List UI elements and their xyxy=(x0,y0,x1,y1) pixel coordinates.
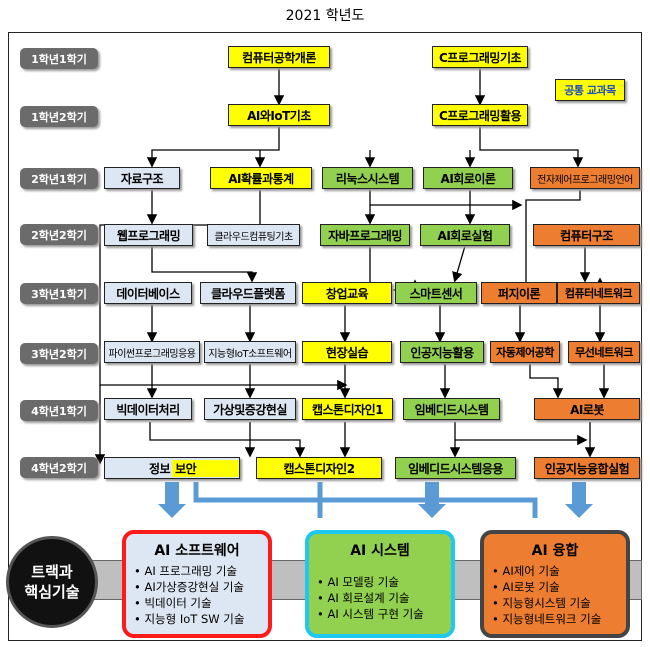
course-box: 컴퓨터구조 xyxy=(533,224,640,246)
course-box: 웹프로그래밍 xyxy=(104,224,193,246)
course-box: 스마트센서 xyxy=(395,282,477,304)
course-box: 빅데이터처리 xyxy=(104,398,192,420)
course-box: 임베디드시스템 xyxy=(403,398,500,420)
course-box: C프로그래밍기초 xyxy=(432,46,528,68)
course-box: 캡스톤디자인1 xyxy=(302,398,393,420)
course-box: 데이터베이스 xyxy=(104,282,192,304)
course-box: 인공지능활용 xyxy=(400,341,484,363)
course-box: AI와IoT기초 xyxy=(228,104,330,126)
course-box: 캡스톤디자인2 xyxy=(256,457,382,479)
track-item: AI 프로그래밍 기술 xyxy=(134,563,260,579)
course-box: 전자제어프로그래밍언어 xyxy=(530,167,640,189)
course-box: AI회로이론 xyxy=(423,167,513,189)
course-box: 컴퓨터네트워크 xyxy=(557,282,640,304)
track-title: AI 소프트웨어 xyxy=(154,543,240,559)
course-box: 현장실습 xyxy=(302,341,392,363)
course-box: 자료구조 xyxy=(104,167,180,189)
semester-label: 4학년1학기 xyxy=(20,400,98,421)
track-item: 지능형네트워크 기술 xyxy=(492,611,618,627)
course-label: 보안 xyxy=(172,459,239,477)
course-box: 창업교육 xyxy=(302,282,392,304)
track-title: AI 시스템 xyxy=(350,543,410,559)
semester-label: 2학년2학기 xyxy=(20,224,98,245)
course-box: 임베디드시스템응용 xyxy=(395,457,516,479)
course-box: 클라우드컴퓨팅기초 xyxy=(207,224,300,246)
page-title: 2021 학년도 xyxy=(285,8,365,24)
core-label: 트랙과 xyxy=(31,563,73,581)
course-box: AI로봇 xyxy=(534,398,640,420)
track-item: 지능형시스템 기술 xyxy=(492,595,618,611)
semester-label: 2학년1학기 xyxy=(20,168,98,189)
track-ai-convergence: AI 융합 AI제어 기술 AI로봇 기술 지능형시스템 기술 지능형네트워크 … xyxy=(480,530,630,638)
track-item: AI제어 기술 xyxy=(492,563,618,579)
core-tech-circle: 트랙과 핵심기술 xyxy=(6,536,98,628)
core-label: 핵심기술 xyxy=(24,583,80,601)
track-item: 지능형 IoT SW 기술 xyxy=(134,611,260,627)
track-item: 빅데이터 기술 xyxy=(134,595,260,611)
semester-label: 1학년1학기 xyxy=(20,48,98,69)
course-label: 정보 xyxy=(149,461,171,476)
course-box: 리눅스시스템 xyxy=(322,167,413,189)
track-item: AI 회로설계 기술 xyxy=(317,590,443,606)
diagram-frame xyxy=(8,32,642,641)
course-box: 퍼지이론 xyxy=(481,282,557,304)
course-box: 파이썬프로그래밍응용 xyxy=(104,341,200,363)
course-box: 인공지능융합실험 xyxy=(534,457,640,479)
legend-common-courses: 공통 교과목 xyxy=(555,79,625,101)
arrow xyxy=(146,126,280,168)
semester-label: 3학년1학기 xyxy=(20,283,98,304)
track-title: AI 융합 xyxy=(531,543,579,559)
course-box: 클라우드플렛폼 xyxy=(200,282,296,304)
course-box: 자바프로그래밍 xyxy=(320,224,410,246)
track-item: AI 시스템 구현 기술 xyxy=(317,606,443,622)
course-box: 자동제어공학 xyxy=(490,341,560,363)
track-item: AI가상증강현실 기술 xyxy=(134,579,260,595)
semester-label: 3학년2학기 xyxy=(20,343,98,364)
track-ai-software: AI 소프트웨어 AI 프로그래밍 기술 AI가상증강현실 기술 빅데이터 기술… xyxy=(122,530,272,638)
course-box: 지능형IoT소프트웨어 xyxy=(204,341,296,363)
course-box: 가상및증강현실 xyxy=(204,398,296,420)
course-box: AI확률과통계 xyxy=(210,167,312,189)
track-ai-system: AI 시스템 AI 모델링 기술 AI 회로설계 기술 AI 시스템 구현 기술 xyxy=(305,530,455,638)
track-item: AI로봇 기술 xyxy=(492,579,618,595)
course-box: C프로그래밍활용 xyxy=(432,104,528,126)
course-box: 컴퓨터공학개론 xyxy=(228,46,330,68)
semester-label: 4학년2학기 xyxy=(20,457,98,478)
course-box: 무선네트워크 xyxy=(568,341,640,363)
course-box: AI회로실험 xyxy=(420,224,510,246)
course-box-info-security: 정보 보안 xyxy=(104,457,240,479)
semester-label: 1학년2학기 xyxy=(20,106,98,127)
track-item: AI 모델링 기술 xyxy=(317,574,443,590)
